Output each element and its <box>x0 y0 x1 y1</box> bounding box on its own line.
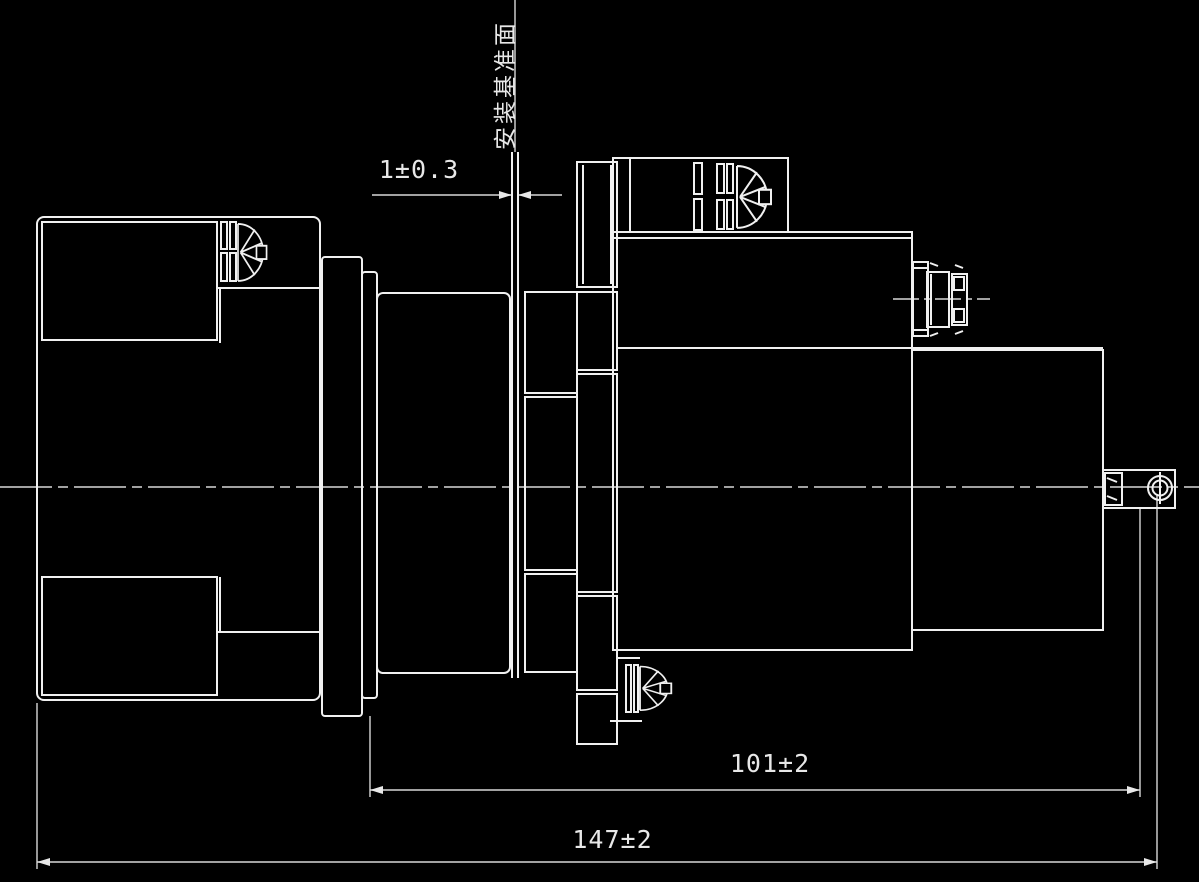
middle-cylinder <box>376 292 511 674</box>
left-housing-lower-chamber <box>41 576 218 696</box>
main-body-outline <box>612 231 913 651</box>
shaft-end-cap <box>1102 469 1176 509</box>
gap-faces <box>511 152 519 678</box>
dim-gap-text: 1±0.3 <box>378 155 460 184</box>
dimension-arrowheads <box>37 191 1157 866</box>
dim-mid-extensions <box>369 508 1141 797</box>
dim-mid-text: 101±2 <box>729 749 811 778</box>
left-housing-outline <box>36 216 321 701</box>
left-housing-upper-chamber <box>41 221 218 341</box>
dim-total-text: 147±2 <box>572 825 653 854</box>
flange-ring <box>361 271 378 699</box>
bottom-wave-washer-symbol <box>639 665 673 712</box>
dim-total-extensions <box>36 495 1158 869</box>
left-housing-bore-steps <box>218 287 322 633</box>
left-wave-washer-symbol <box>237 222 268 282</box>
right-cylinder <box>911 349 1104 631</box>
rear-bearing <box>912 261 968 337</box>
bottom-step-detail <box>610 657 642 722</box>
top-washer-stack <box>693 162 734 231</box>
inner-stack-column <box>524 291 578 673</box>
segmented-tube-column <box>576 161 618 745</box>
left-washer-stack <box>220 221 237 282</box>
top-wave-washer-symbol <box>735 165 773 229</box>
face-label: 安装基准面 <box>493 20 519 150</box>
